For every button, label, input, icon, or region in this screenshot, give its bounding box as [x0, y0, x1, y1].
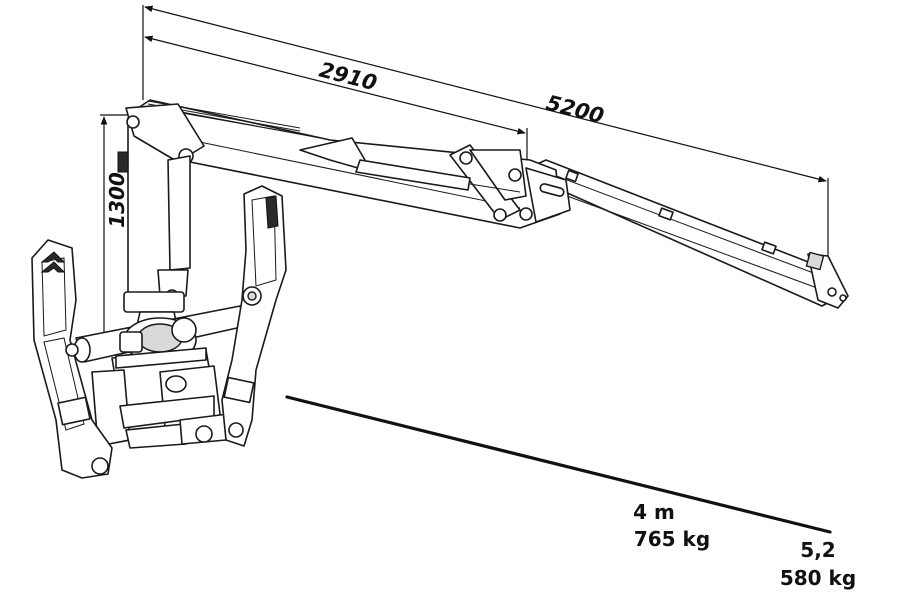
near-reach-label: 4 m	[633, 500, 675, 524]
crane-boom	[134, 99, 849, 309]
dimension-1300-label: 1300	[105, 172, 129, 228]
near-weight-label: 765 kg	[634, 527, 710, 551]
dimension-1300: 1300	[100, 114, 129, 357]
load-rating-far: 5,2 580 kg	[780, 538, 856, 590]
dimension-2910-label: 2910	[317, 58, 380, 96]
left-stabilizer	[31, 239, 113, 479]
far-weight-label: 580 kg	[780, 566, 856, 590]
reach-line	[285, 395, 832, 534]
crane-base	[73, 305, 247, 454]
load-rating-near: 4 m 765 kg	[633, 500, 710, 551]
right-stabilizer	[221, 185, 287, 447]
dimension-5200-label: 5200	[544, 91, 607, 129]
far-reach-label: 5,2	[800, 538, 835, 562]
crane-mast	[117, 103, 205, 331]
